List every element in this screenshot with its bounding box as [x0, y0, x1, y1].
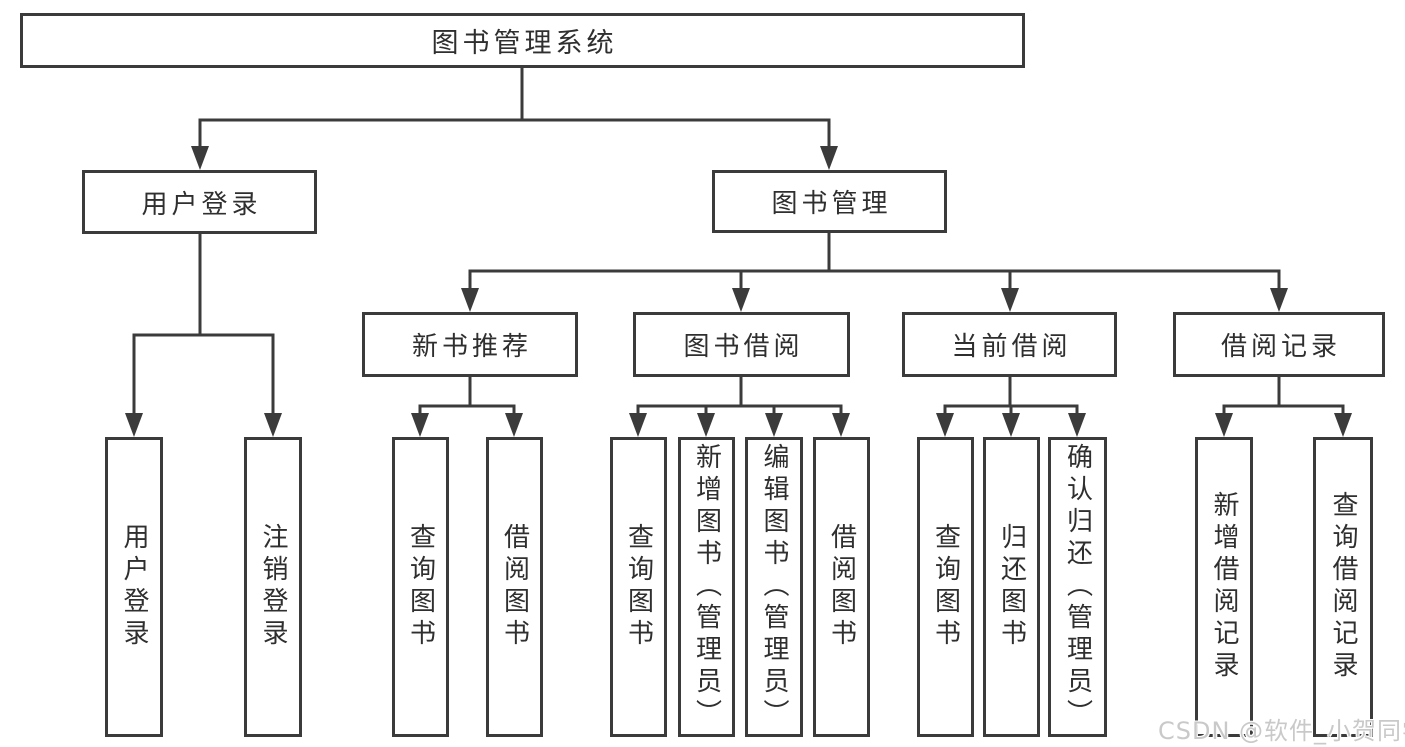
node-book-management-branch: 图书管理 — [712, 170, 947, 233]
node-label: 借阅图书 — [826, 523, 857, 651]
node-label: 当前借阅 — [951, 332, 1072, 362]
node-label: 查询图书 — [930, 523, 961, 651]
node-label: 借阅记录 — [1220, 332, 1341, 362]
node-new-book-recommend: 新书推荐 — [362, 312, 578, 377]
leaf-return-books: 归还图书 — [983, 437, 1040, 737]
leaf-logout: 注销登录 — [244, 437, 302, 737]
node-borrow-records: 借阅记录 — [1173, 312, 1385, 377]
leaf-borrow-books-2: 借阅图书 — [813, 437, 870, 737]
node-label: 新增借阅记录 — [1209, 491, 1239, 683]
leaf-borrow-books-1: 借阅图书 — [486, 437, 543, 737]
leaf-query-books-1: 查询图书 — [392, 437, 449, 737]
leaf-query-books-2: 查询图书 — [610, 437, 667, 737]
node-label: 查询借阅记录 — [1328, 491, 1358, 683]
leaf-add-books-admin: 新增图书（管理员） — [678, 437, 735, 737]
leaf-edit-books-admin: 编辑图书（管理员） — [745, 437, 803, 737]
node-label: 归还图书 — [996, 523, 1027, 651]
node-system-root: 图书管理系统 — [20, 13, 1025, 68]
node-label: 查询图书 — [623, 523, 654, 651]
node-label: 用户登录 — [141, 189, 262, 220]
node-label: 借阅图书 — [499, 523, 530, 651]
node-label: 新增图书（管理员） — [691, 443, 722, 731]
node-label: 查询图书 — [405, 523, 436, 651]
node-label: 确认归还（管理员） — [1062, 443, 1093, 731]
node-label: 编辑图书（管理员） — [759, 443, 789, 731]
node-user-login-branch: 用户登录 — [82, 170, 317, 234]
leaf-user-login: 用户登录 — [105, 437, 163, 737]
leaf-add-borrow-record: 新增借阅记录 — [1195, 437, 1253, 737]
node-book-borrowing: 图书借阅 — [633, 312, 850, 377]
node-label: 注销登录 — [258, 523, 288, 651]
csdn-watermark: CSDN @软件_小贺同学 — [1158, 717, 1405, 745]
leaf-query-borrow-record: 查询借阅记录 — [1313, 437, 1373, 737]
node-label: 图书借阅 — [683, 332, 804, 362]
leaf-confirm-return-admin: 确认归还（管理员） — [1048, 437, 1107, 737]
node-label: 图书管理系统 — [431, 28, 618, 59]
node-current-borrowing: 当前借阅 — [902, 312, 1117, 377]
node-label: 用户登录 — [119, 523, 149, 651]
node-label: 新书推荐 — [411, 332, 532, 362]
leaf-query-books-3: 查询图书 — [917, 437, 974, 737]
node-label: 图书管理 — [771, 189, 892, 219]
